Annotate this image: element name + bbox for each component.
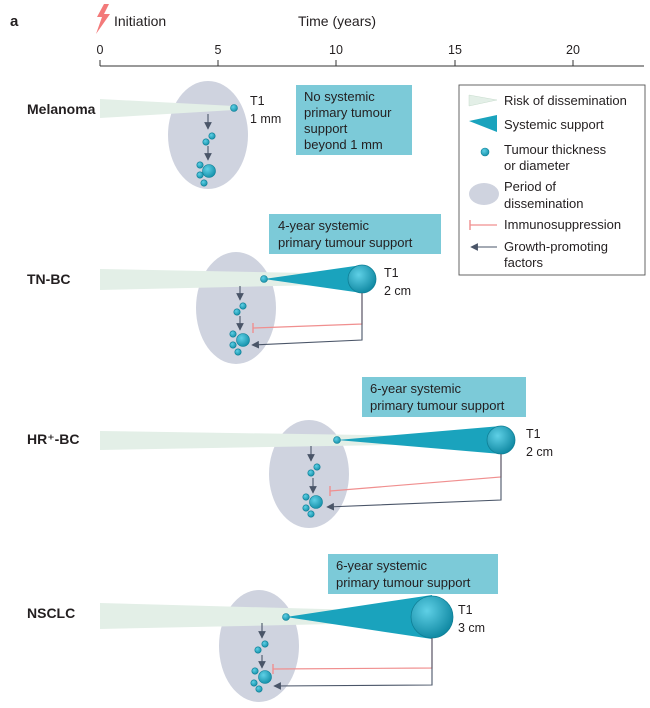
tumour-onset-dot <box>333 436 341 444</box>
teal-wedge-icon <box>469 115 497 132</box>
time-axis-title: Time (years) <box>298 13 376 29</box>
callout-box <box>296 85 412 155</box>
tick-label: 10 <box>329 43 343 57</box>
row-tn-bc: TN-BC T1 2 cm 4-year systemic primary tu… <box>27 214 441 364</box>
callout-box <box>362 377 526 417</box>
callout-line: 6-year systemic <box>370 381 462 396</box>
row-melanoma: Melanoma T1 1 mm No systemic primary tum… <box>27 81 412 189</box>
row-label: NSCLC <box>27 605 75 621</box>
tick-label: 5 <box>215 43 222 57</box>
lightning-icon <box>96 4 110 34</box>
size-value: 1 mm <box>250 112 281 126</box>
growth-factor-arrow <box>273 638 433 690</box>
callout-line: support <box>304 121 348 136</box>
initiation-label: Initiation <box>114 13 166 29</box>
tick-label: 0 <box>97 43 104 57</box>
size-class: T1 <box>458 603 473 617</box>
primary-tumour <box>486 425 516 455</box>
row-label: HR⁺-BC <box>27 431 80 447</box>
growth-factor-arrow <box>326 454 502 511</box>
systemic-support-wedge <box>286 595 432 639</box>
time-axis: 0 5 10 15 20 <box>97 43 644 67</box>
size-class: T1 <box>384 266 399 280</box>
size-value: 2 cm <box>384 284 411 298</box>
callout-box <box>269 214 441 254</box>
light-wedge-icon <box>468 94 498 107</box>
legend-label: Growth-promoting <box>504 239 608 254</box>
legend: Risk of dissemination Systemic support T… <box>458 84 646 276</box>
tumour-onset-dot <box>282 613 290 621</box>
tumour-dot-icon <box>480 147 490 157</box>
legend-label: Immunosuppression <box>504 217 621 232</box>
callout-line: primary tumour <box>304 105 392 120</box>
primary-tumour <box>230 104 238 112</box>
size-value: 3 cm <box>458 621 485 635</box>
panel-label: a <box>10 13 19 30</box>
callout-box <box>328 554 498 594</box>
legend-label: Systemic support <box>504 117 604 132</box>
tumour-onset-dot <box>260 275 268 283</box>
callout-line: beyond 1 mm <box>304 137 383 152</box>
callout-line: No systemic <box>304 89 375 104</box>
metastasis-cluster <box>302 463 323 518</box>
metastasis-cluster <box>229 302 250 356</box>
tick-label: 20 <box>566 43 580 57</box>
immunosuppression-line <box>329 454 502 492</box>
dissemination-period <box>196 252 276 364</box>
row-label: TN-BC <box>27 271 71 287</box>
metastasis-cluster <box>250 640 272 693</box>
legend-label: or diameter <box>504 158 570 173</box>
systemic-support-wedge <box>264 265 362 293</box>
row-hr-bc: HR⁺-BC T1 2 cm 6-year systemic primary t… <box>27 377 553 528</box>
callout-line: primary tumour support <box>336 575 471 590</box>
metastasis-cluster <box>196 132 216 187</box>
legend-label: Period of <box>504 179 556 194</box>
growth-factor-arrow <box>251 293 363 349</box>
size-class: T1 <box>250 94 265 108</box>
legend-label: Tumour thickness <box>504 142 607 157</box>
primary-tumour <box>347 264 377 294</box>
legend-label: Risk of dissemination <box>504 93 627 108</box>
size-value: 2 cm <box>526 445 553 459</box>
legend-label: factors <box>504 255 544 270</box>
legend-label: dissemination <box>504 196 584 211</box>
grey-ellipse-icon <box>469 183 499 205</box>
row-label: Melanoma <box>27 101 96 117</box>
callout-line: primary tumour support <box>278 235 413 250</box>
callout-line: 4-year systemic <box>278 218 370 233</box>
size-class: T1 <box>526 427 541 441</box>
primary-tumour <box>410 595 454 639</box>
systemic-support-wedge <box>337 426 501 454</box>
callout-line: 6-year systemic <box>336 558 428 573</box>
risk-wedge <box>100 269 362 290</box>
risk-wedge <box>100 99 234 118</box>
row-nsclc: NSCLC T1 3 cm 6-year systemic primary tu… <box>27 554 498 702</box>
callout-line: primary tumour support <box>370 398 505 413</box>
tick-label: 15 <box>448 43 462 57</box>
